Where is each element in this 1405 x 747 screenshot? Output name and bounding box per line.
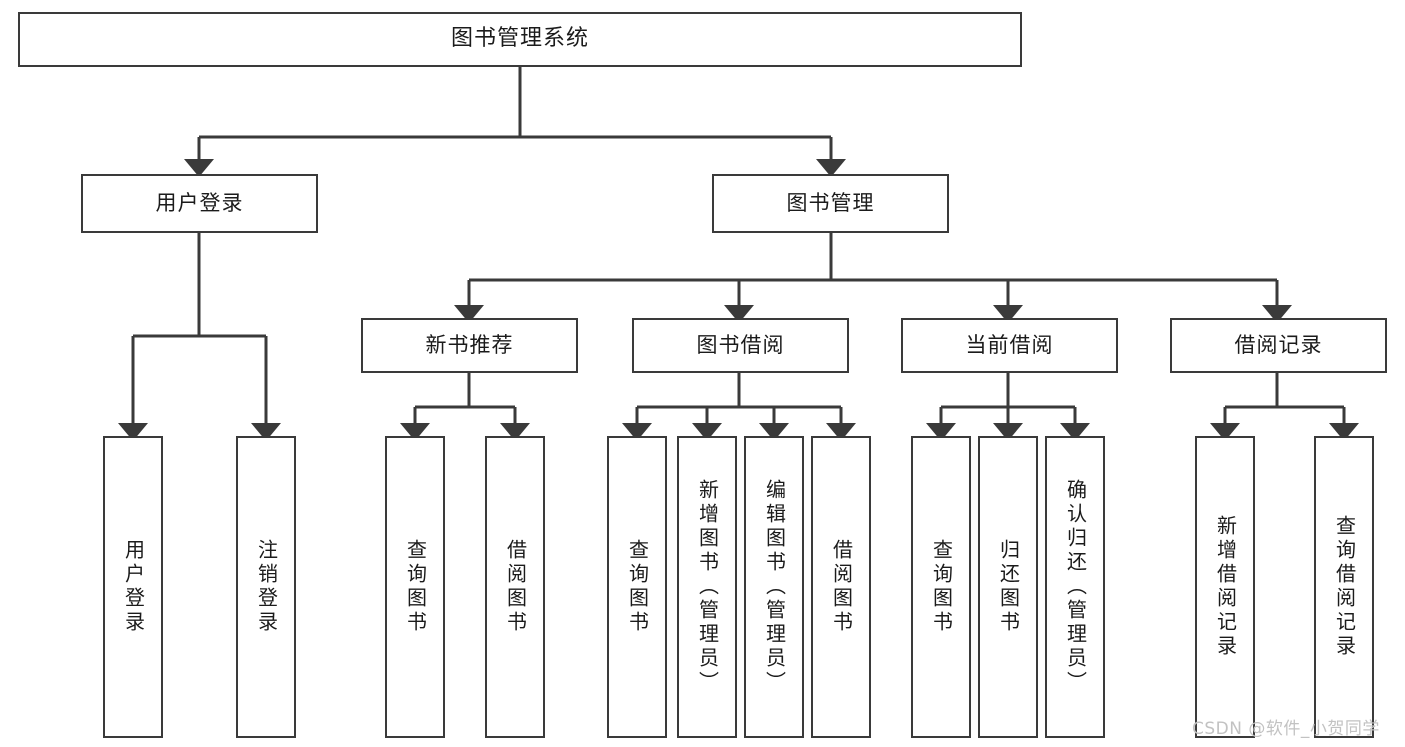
leaf-record-query-borrow-record[interactable]: 查询借阅记录 (1314, 436, 1374, 738)
leaf-borrow-query-book[interactable]: 查询图书 (607, 436, 667, 738)
node-label: 用户登录 (121, 539, 146, 635)
leaf-current-return-book[interactable]: 归还图书 (978, 436, 1038, 738)
node-label: 查询图书 (403, 539, 428, 635)
node-label: 查询借阅记录 (1332, 515, 1357, 659)
node-borrow-record[interactable]: 借阅记录 (1170, 318, 1387, 373)
node-label: 借阅图书 (503, 539, 528, 635)
node-user-login[interactable]: 用户登录 (81, 174, 318, 233)
leaf-recommend-borrow-book[interactable]: 借阅图书 (485, 436, 545, 738)
leaf-borrow-add-book-admin[interactable]: 新增图书（管理员） (677, 436, 737, 738)
csdn-watermark: CSDN @软件_小贺同学 (1192, 719, 1380, 739)
node-label: 借阅图书 (829, 539, 854, 635)
node-label: 查询图书 (929, 539, 954, 635)
leaf-borrow-borrow-book[interactable]: 借阅图书 (811, 436, 871, 738)
node-label: 确认归还（管理员） (1063, 479, 1088, 695)
leaf-user-logout[interactable]: 注销登录 (236, 436, 296, 738)
node-label: 当前借阅 (965, 332, 1054, 357)
leaf-recommend-query-book[interactable]: 查询图书 (385, 436, 445, 738)
leaf-current-query-book[interactable]: 查询图书 (911, 436, 971, 738)
node-label: 注销登录 (254, 539, 279, 635)
leaf-user-login[interactable]: 用户登录 (103, 436, 163, 738)
node-root-book-management-system[interactable]: 图书管理系统 (18, 12, 1022, 67)
node-label: 新增图书（管理员） (695, 479, 720, 695)
node-book-management[interactable]: 图书管理 (712, 174, 949, 233)
leaf-current-confirm-return-admin[interactable]: 确认归还（管理员） (1045, 436, 1105, 738)
node-label: 查询图书 (625, 539, 650, 635)
node-label: 图书管理 (786, 190, 875, 215)
node-book-borrow[interactable]: 图书借阅 (632, 318, 849, 373)
node-current-borrow[interactable]: 当前借阅 (901, 318, 1118, 373)
node-label: 借阅记录 (1234, 332, 1323, 357)
node-label: 图书借阅 (696, 332, 785, 357)
node-label: 新书推荐 (425, 332, 514, 357)
node-label: 归还图书 (996, 539, 1021, 635)
node-label: 用户登录 (155, 190, 244, 215)
node-label: 图书管理系统 (450, 26, 589, 52)
leaf-record-add-borrow-record[interactable]: 新增借阅记录 (1195, 436, 1255, 738)
node-label: 编辑图书（管理员） (762, 479, 787, 695)
leaf-borrow-edit-book-admin[interactable]: 编辑图书（管理员） (744, 436, 804, 738)
node-new-book-recommend[interactable]: 新书推荐 (361, 318, 578, 373)
node-label: 新增借阅记录 (1213, 515, 1238, 659)
